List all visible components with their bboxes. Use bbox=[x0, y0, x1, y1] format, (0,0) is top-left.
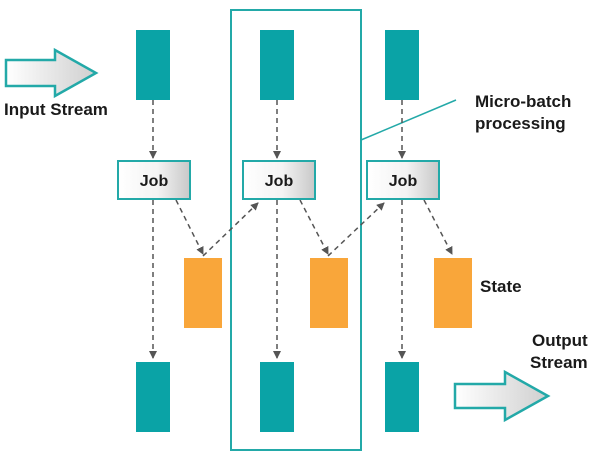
job-label: Job bbox=[389, 173, 418, 190]
output-batch-block bbox=[260, 362, 294, 432]
micro-batch-label-line1: Micro-batch bbox=[475, 92, 572, 111]
job-box: Job bbox=[117, 160, 191, 200]
micro-batch-frame bbox=[230, 9, 362, 451]
output-stream-label-line1: Output bbox=[532, 331, 588, 350]
job-label: Job bbox=[265, 173, 294, 190]
input-stream-arrow bbox=[4, 47, 99, 99]
output-batch-block bbox=[136, 362, 170, 432]
state-block bbox=[310, 258, 348, 328]
input-batch-block bbox=[136, 30, 170, 100]
state-to-next-job-arrows bbox=[202, 202, 385, 257]
job-box: Job bbox=[242, 160, 316, 200]
job-box: Job bbox=[366, 160, 440, 200]
micro-batch-label-line2: processing bbox=[475, 114, 566, 133]
input-batch-block bbox=[260, 30, 294, 100]
output-stream-arrow bbox=[453, 369, 551, 423]
output-batch-block bbox=[385, 362, 419, 432]
micro-batch-callout-line bbox=[360, 99, 457, 141]
input-to-job-arrows bbox=[149, 100, 406, 159]
input-stream-label: Input Stream bbox=[4, 100, 108, 119]
state-block bbox=[434, 258, 472, 328]
input-batch-block bbox=[385, 30, 419, 100]
job-to-state-arrows bbox=[175, 199, 453, 255]
output-stream-label-line2: Stream bbox=[530, 353, 588, 372]
job-label: Job bbox=[140, 173, 169, 190]
state-label: State bbox=[480, 277, 522, 296]
state-block bbox=[184, 258, 222, 328]
